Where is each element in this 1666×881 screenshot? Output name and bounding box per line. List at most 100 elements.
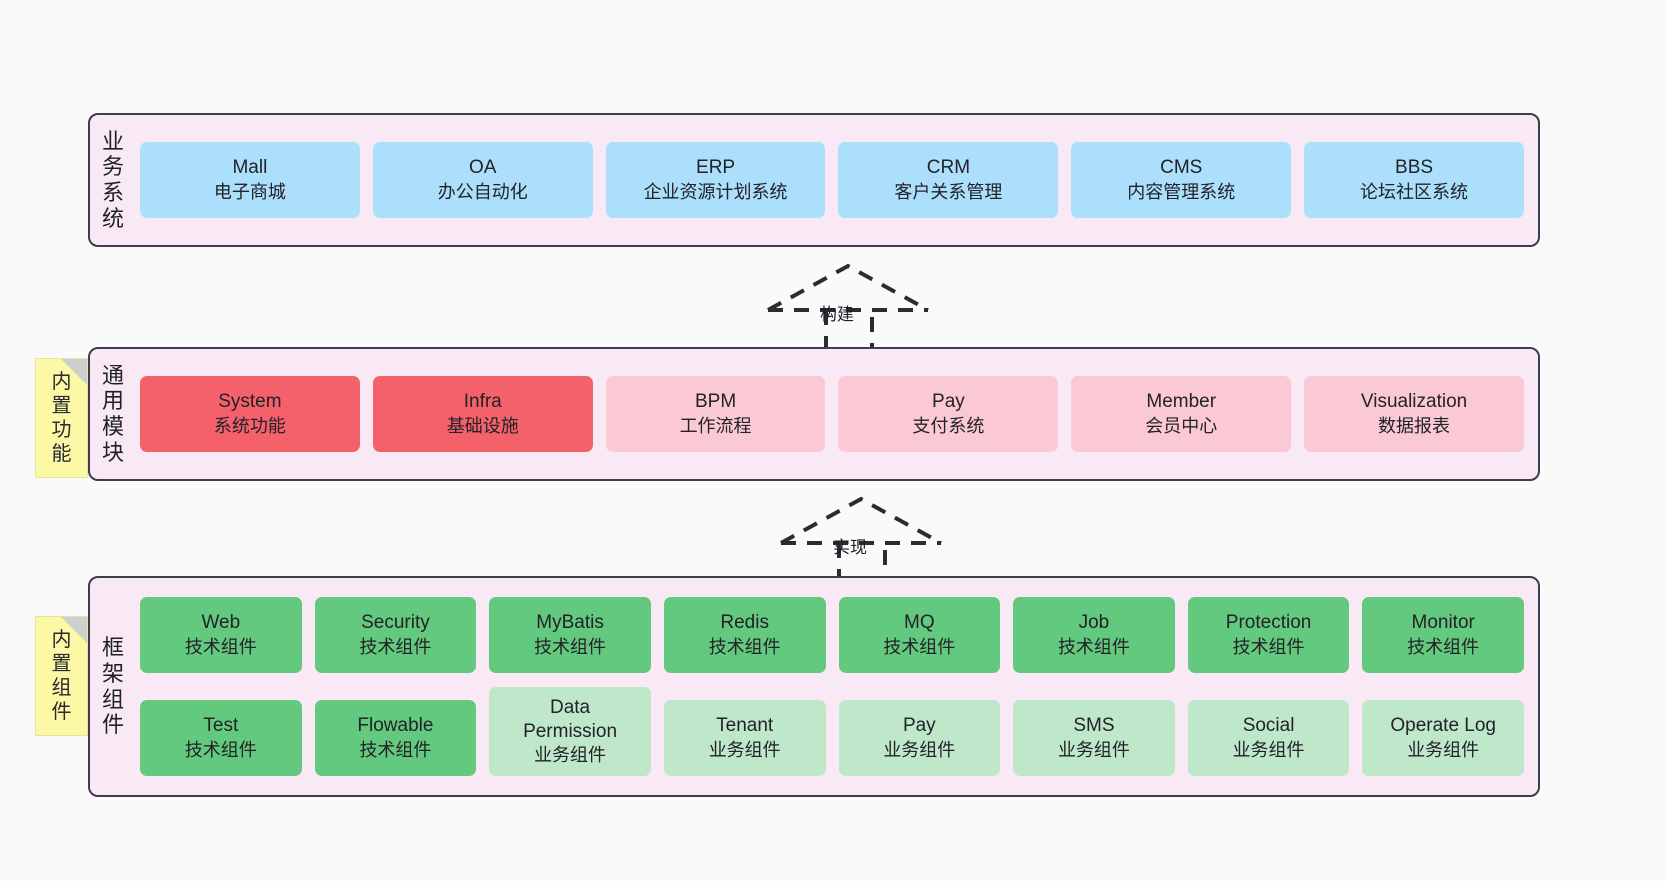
box-title: Security [361,612,430,634]
layer-framework-component: 框 架 组 件 Web 技术组件 Security 技术组件 MyBatis 技… [88,576,1540,797]
box-oa[interactable]: OA 办公自动化 [372,142,593,218]
note-builtin-components: 内 置 组 件 [35,616,88,736]
box-redis[interactable]: Redis 技术组件 [663,597,826,673]
box-subtitle: 技术组件 [1407,636,1480,657]
note-label-char: 置 [51,395,72,417]
layer-business-system: 业 务 系 统 Mall 电子商城 OA 办公自动化 ERP 企业资源计划系统 … [88,113,1540,247]
layer-label-char: 务 [101,154,124,180]
connector-implement-label: 实现 [833,538,867,557]
box-title: ERP [696,157,736,179]
box-subtitle: 技术组件 [184,739,257,760]
box-subtitle: 技术组件 [883,636,956,657]
box-job[interactable]: Job 技术组件 [1013,597,1175,673]
business-system-boxes: Mall 电子商城 OA 办公自动化 ERP 企业资源计划系统 CRM 客户关系… [136,115,1538,245]
box-subtitle: 技术组件 [359,739,432,760]
framework-row-business: Test 技术组件 Flowable 技术组件 Data Permission … [140,687,1524,776]
box-title: Operate Log [1390,715,1496,737]
box-cms[interactable]: CMS 内容管理系统 [1071,142,1292,218]
box-subtitle: 数据报表 [1378,415,1451,436]
box-visualization[interactable]: Visualization 数据报表 [1304,376,1524,452]
note-fold-corner [61,617,87,643]
box-mall[interactable]: Mall 电子商城 [140,142,360,218]
box-subtitle: 技术组件 [1057,636,1130,657]
layer-label-char: 架 [101,660,124,686]
note-label-char: 组 [51,677,72,699]
box-protection[interactable]: Protection 技术组件 [1187,597,1350,673]
framework-row-technical: Web 技术组件 Security 技术组件 MyBatis 技术组件 Redi… [140,597,1524,673]
box-web[interactable]: Web 技术组件 [140,597,302,673]
box-title: Data [549,696,591,718]
box-subtitle: 业务组件 [1407,739,1480,760]
box-title-line2: Permission [523,720,618,742]
box-subtitle: 论坛社区系统 [1360,181,1469,202]
box-title: MyBatis [536,612,604,634]
box-subtitle: 客户关系管理 [894,181,1003,202]
box-title: Visualization [1360,391,1468,413]
box-erp[interactable]: ERP 企业资源计划系统 [605,142,826,218]
box-bbs[interactable]: BBS 论坛社区系统 [1304,142,1524,218]
box-title: Pay [902,715,936,737]
box-subtitle: 技术组件 [1232,636,1305,657]
box-title: Social [1242,715,1295,737]
box-subtitle: 基础设施 [446,415,519,436]
layer-label-framework-component: 框 架 组 件 [90,635,136,737]
arrowhead-build [767,263,929,312]
note-fold-corner [61,359,87,385]
box-title: MQ [904,612,935,634]
layer-label-char: 通 [101,362,124,388]
box-pay-module[interactable]: Pay 支付系统 [838,376,1059,452]
box-title: System [218,391,282,413]
box-title: Tenant [716,715,774,737]
box-subtitle: 技术组件 [708,636,781,657]
box-title: Protection [1225,612,1312,634]
box-member[interactable]: Member 会员中心 [1071,376,1292,452]
layer-label-char: 框 [101,635,124,661]
box-title: OA [469,157,497,179]
layer-label-char: 模 [101,414,124,439]
box-operate-log[interactable]: Operate Log 业务组件 [1362,700,1524,776]
box-sms[interactable]: SMS 业务组件 [1013,700,1175,776]
box-flowable[interactable]: Flowable 技术组件 [314,700,477,776]
box-system[interactable]: System 系统功能 [140,376,360,452]
box-tenant[interactable]: Tenant 业务组件 [663,700,826,776]
note-label-char: 功 [51,419,72,441]
layer-label-char: 组 [101,686,124,712]
box-title: Flowable [357,715,434,737]
box-social[interactable]: Social 业务组件 [1187,700,1350,776]
layer-label-char: 件 [101,712,124,738]
note-builtin-features: 内 置 功 能 [35,358,88,478]
box-title: Mall [232,157,268,179]
layer-label-char: 统 [101,205,124,231]
layer-label-common-module: 通 用 模 块 [90,363,136,465]
box-security[interactable]: Security 技术组件 [314,597,477,673]
box-title: Test [203,715,239,737]
box-monitor[interactable]: Monitor 技术组件 [1362,597,1524,673]
box-test[interactable]: Test 技术组件 [140,700,302,776]
box-subtitle: 技术组件 [534,636,607,657]
box-subtitle: 会员中心 [1145,415,1218,436]
box-mq[interactable]: MQ 技术组件 [838,597,1001,673]
box-subtitle: 电子商城 [213,181,286,202]
box-data-permission[interactable]: Data Permission 业务组件 [489,687,651,776]
common-module-boxes: System 系统功能 Infra 基础设施 BPM 工作流程 Pay 支付系统… [136,349,1538,479]
box-infra[interactable]: Infra 基础设施 [372,376,593,452]
box-subtitle: 办公自动化 [437,181,528,202]
box-crm[interactable]: CRM 客户关系管理 [838,142,1059,218]
box-pay-component[interactable]: Pay 业务组件 [838,700,1001,776]
layer-label-char: 业 [101,128,124,154]
box-subtitle: 业务组件 [1057,739,1130,760]
layer-label-char: 块 [101,439,124,465]
box-subtitle: 业务组件 [1232,739,1305,760]
box-mybatis[interactable]: MyBatis 技术组件 [489,597,651,673]
box-subtitle: 业务组件 [883,739,956,760]
layer-label-business-system: 业 务 系 统 [90,129,136,231]
box-subtitle: 内容管理系统 [1127,181,1236,202]
layer-common-module: 通 用 模 块 System 系统功能 Infra 基础设施 BPM 工作流程 … [88,347,1540,481]
box-subtitle: 技术组件 [359,636,432,657]
box-title: BBS [1395,157,1434,179]
framework-component-boxes: Web 技术组件 Security 技术组件 MyBatis 技术组件 Redi… [136,578,1538,795]
layer-label-char: 用 [101,388,124,414]
box-title: CMS [1160,157,1203,179]
box-bpm[interactable]: BPM 工作流程 [605,376,826,452]
